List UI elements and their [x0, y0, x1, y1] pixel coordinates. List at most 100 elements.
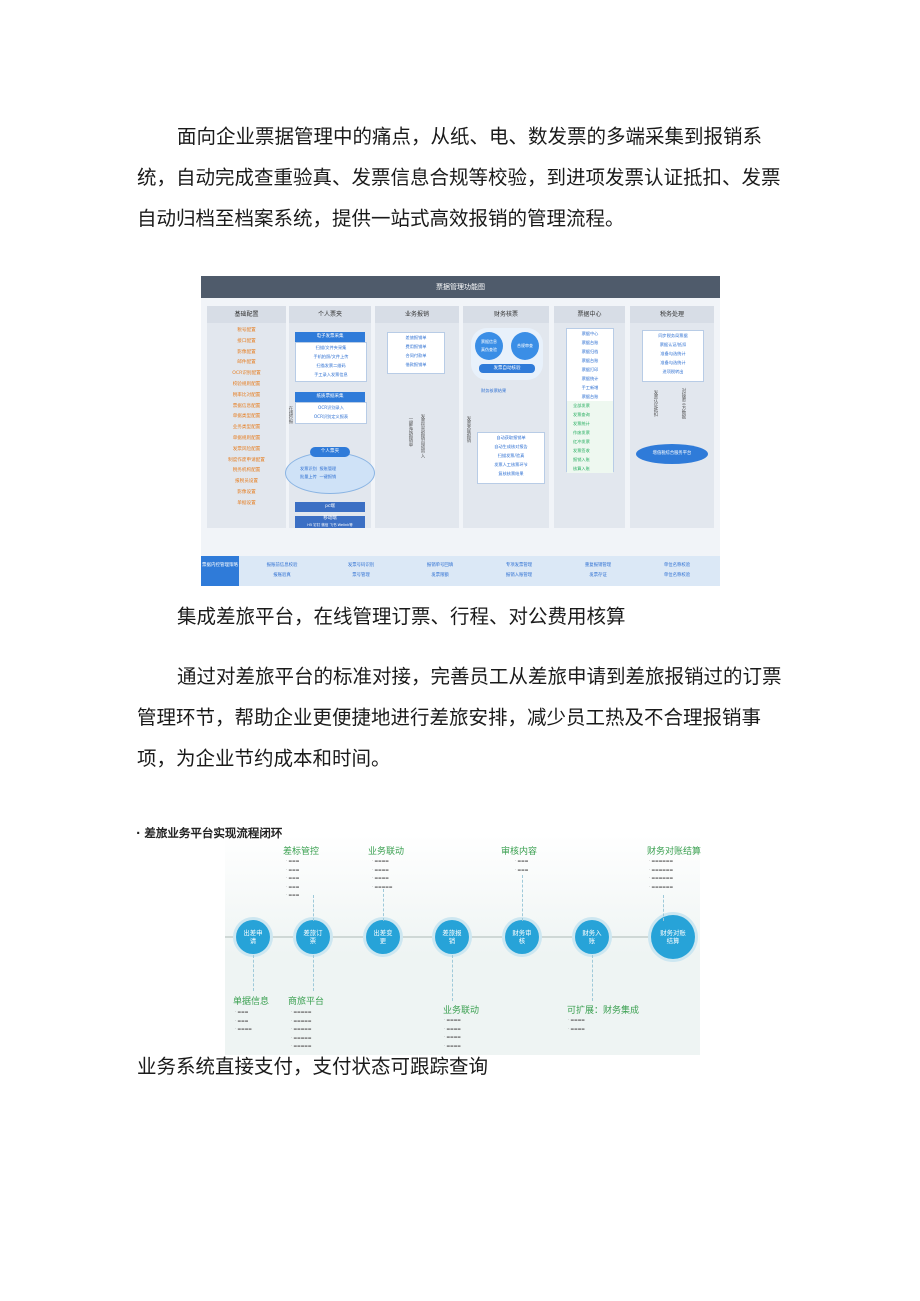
bottom-label: 业务联动	[443, 1006, 480, 1016]
mobile-title: 移动端	[323, 516, 337, 521]
column-header: 基础配置	[207, 306, 286, 323]
list-item: 准备勾选统计	[660, 351, 686, 356]
config-item: 单据设置	[237, 500, 256, 506]
column-header: 个人票夹	[289, 306, 371, 323]
bottom-label: 单据信息	[233, 997, 270, 1007]
process-node-label: 财务入账	[582, 929, 602, 945]
mini-text-block: · ▬▬▬· ▬▬▬· ▬▬▬▬	[235, 1009, 252, 1032]
process-node: 差旅报销	[435, 920, 469, 954]
config-item: 报税员设置	[235, 479, 258, 485]
top-label: 审核内容	[501, 847, 538, 857]
center-item: 票据统计	[581, 376, 599, 381]
center-green-item: 红冲发票	[573, 439, 590, 444]
cloud-items-left: 发票识别 报账管理 批量上传 一键报销	[300, 465, 336, 481]
top-label: 业务联动	[368, 847, 405, 857]
circle-compliance: 合规审查	[511, 332, 539, 360]
config-item: 邮件配置	[237, 360, 256, 366]
heading-travel-platform: 集成差旅平台，在线管理订票、行程、对公费用核算	[177, 605, 626, 628]
config-item: 税务机构配置	[232, 468, 261, 474]
paragraph-travel-platform: 通过对差旅平台的标准对接，完善员工从差旅申请到差旅报销过的订票管理环节，帮助企业…	[137, 665, 782, 770]
control-item: 单位名称校验	[663, 573, 691, 578]
list-item: 同步税务局票据	[658, 333, 688, 338]
control-cell: 重复报销管理发票存证	[563, 561, 633, 581]
connector	[663, 895, 664, 921]
connector	[522, 875, 523, 921]
finance-check-panel: 票据信息真伪查验 合规审查 发票自动核验	[471, 328, 543, 380]
paragraph-invoice-management: 面向企业票据管理中的痛点，从纸、电、数发票的多端采集到报销系统，自动完成查重验真…	[137, 125, 781, 230]
control-item: 发票号码识别	[347, 563, 375, 568]
process-node: 出差申请	[236, 920, 270, 954]
mini-text-block: · ▬▬▬▬· ▬▬▬▬	[568, 1017, 585, 1031]
circle-label: 票据信息真伪查验	[480, 339, 497, 352]
center-green-item: 发票统计	[573, 421, 590, 426]
center-item: 票据台账	[581, 394, 599, 399]
connector	[383, 889, 384, 921]
column-personal-wallet: 个人票夹 电子发票采集 扫描/文件夹采集 手机拍照/文件上传 扫描发票二维码 手…	[285, 306, 375, 528]
config-item: 制度作废申请配置	[228, 457, 265, 463]
process-node-label: 出差变更	[373, 929, 393, 945]
mobile-label: 移动端 H5 钉钉 微信 飞书 Welink等	[295, 516, 365, 528]
control-cell: 发票号码识别票号管理	[326, 561, 396, 581]
mobile-subtitle: H5 钉钉 微信 飞书 Welink等	[307, 523, 353, 527]
config-item: OCR识别配置	[232, 371, 261, 377]
top-label: 差标管控	[283, 847, 320, 857]
list-item: 手机拍照/文件上传	[313, 354, 349, 359]
list-item: OCR识别录入	[318, 405, 344, 410]
vertical-label: 发票关联报销	[466, 416, 471, 443]
list-item: 自动获取报销单	[496, 435, 526, 440]
center-item: 票据台账	[581, 340, 599, 345]
center-green-item: 全部发票	[573, 403, 590, 408]
process-node-label: 财务对账结算	[660, 929, 686, 945]
column-header: 财务核票	[463, 306, 549, 323]
finance-list: 自动获取报销单 自动生成核对报告 扫描发票/验真 发票人工核票环节 复核核票结果	[477, 432, 545, 484]
config-item: 税号配置	[237, 328, 256, 333]
config-item: 影像设置	[237, 489, 256, 495]
pc-label: pc端	[295, 502, 365, 512]
business-list: 差旅报销单 费用报销单 合同付款单 借款报销单	[387, 332, 445, 374]
list-item: 手工录入发票信息	[314, 372, 348, 377]
diagram-title: · 差旅业务平台实现流程闭环	[136, 826, 283, 840]
config-item: 业务类型配置	[232, 425, 261, 431]
personal-wallet-cloud: 个人票夹 发票识别 报账管理 批量上传 一键报销	[285, 447, 375, 494]
center-item: 手工新增	[581, 385, 599, 390]
tax-list: 同步税务局票据 票据认证/抵扣 准备勾选统计 准备勾选统计 进项税转出	[642, 330, 704, 382]
config-item: 校验规则配置	[232, 381, 261, 387]
list-item: OCR识别定义报表	[313, 414, 349, 419]
config-item: 单据类型配置	[232, 414, 261, 420]
center-item: 票据台账	[581, 358, 599, 363]
list-item: 发票人工核票环节	[494, 462, 528, 467]
connector	[313, 895, 314, 921]
top-label: 财务对账结算	[647, 847, 702, 857]
column-business-reimbursement: 业务报销 差旅报销单 费用报销单 合同付款单 借款报销单 一键生成报销单 发票信…	[375, 306, 459, 528]
mini-text-block: · ▬▬▬· ▬▬▬· ▬▬▬· ▬▬▬· ▬▬▬	[286, 858, 300, 898]
center-green-item: 报销入账	[573, 457, 590, 462]
list-item: 自动生成核对报告	[494, 444, 528, 449]
control-item: 专项发票管理	[505, 563, 533, 568]
control-item: 重复报销管理	[584, 563, 612, 568]
mini-text-block: · ▬▬▬▬▬▬· ▬▬▬▬▬▬· ▬▬▬▬▬▬· ▬▬▬▬▬▬	[649, 858, 673, 889]
invoice-center-list: 票据中心票据台账票据归档票据台账票据打印票据统计手工新增票据台账 全部发票发票查…	[566, 328, 614, 473]
list-item: 扫描发票二维码	[316, 363, 346, 368]
control-item: 报账前信息校验	[266, 563, 298, 568]
heading-direct-payment: 业务系统直接支付，支付状态可跟踪查询	[137, 1055, 489, 1078]
connector	[313, 955, 314, 991]
vertical-label: 对接第三方数据	[681, 388, 686, 419]
circle-verify: 票据信息真伪查验	[475, 332, 503, 360]
vertical-label: 一键生成报销单	[408, 416, 413, 447]
column-header: 票据中心	[554, 306, 625, 323]
travel-process-diagram: · 差旅业务平台实现流程闭环 出差申请差旅订票出差变更差旅报销财务审核财务入账财…	[136, 825, 702, 1055]
vertical-label: 在线抄报	[288, 406, 293, 424]
mini-text-block: · ▬▬▬▬▬· ▬▬▬▬▬· ▬▬▬▬▬· ▬▬▬▬▬· ▬▬▬▬▬	[291, 1009, 312, 1049]
mini-text-block: · ▬▬▬· ▬▬▬	[515, 858, 529, 872]
control-item: 发票存证	[589, 573, 607, 578]
control-item: 报销单号回填	[426, 563, 454, 568]
e-invoice-box: 扫描/文件夹采集 手机拍照/文件上传 扫描发票二维码 手工录入发票信息	[295, 342, 367, 382]
control-item: 单位名称校验	[663, 563, 691, 568]
cloud-item: 发票识别	[300, 466, 317, 471]
paper-invoice-box: OCR识别录入 OCR识别定义报表	[295, 402, 367, 424]
process-node-label: 财务审核	[512, 929, 532, 945]
control-item: 报销入账管理	[505, 573, 533, 578]
